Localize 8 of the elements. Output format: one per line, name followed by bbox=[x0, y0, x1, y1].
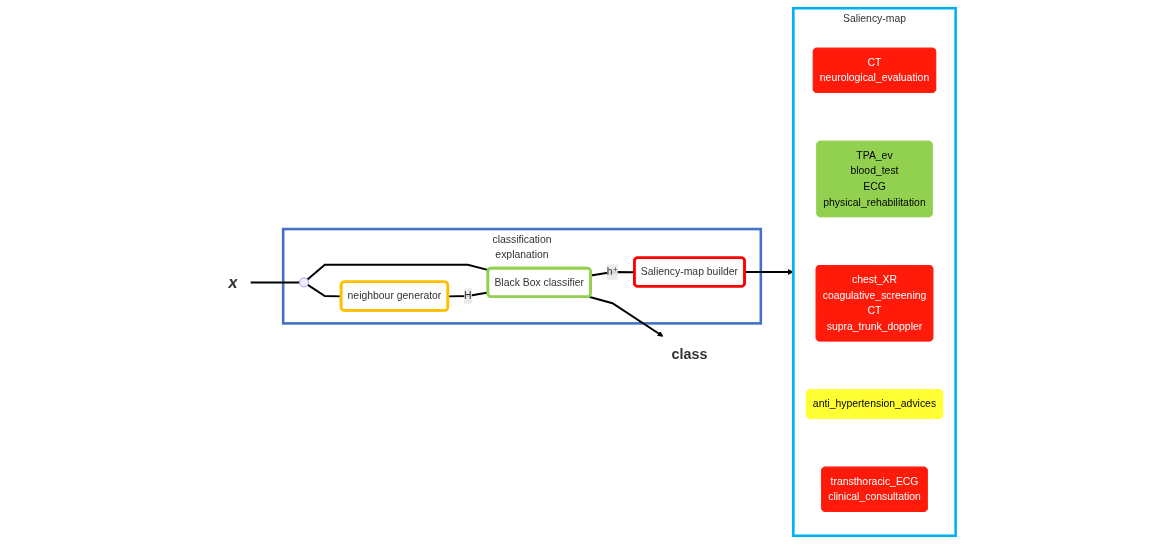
node-circle bbox=[299, 277, 309, 288]
arrow bbox=[588, 295, 664, 337]
edge-label: H bbox=[464, 290, 472, 302]
node-text: x bbox=[228, 272, 238, 292]
edge-label: h⁺ bbox=[606, 266, 619, 278]
connector bbox=[306, 263, 490, 281]
connector bbox=[249, 281, 301, 284]
node-text: class bbox=[671, 345, 708, 362]
